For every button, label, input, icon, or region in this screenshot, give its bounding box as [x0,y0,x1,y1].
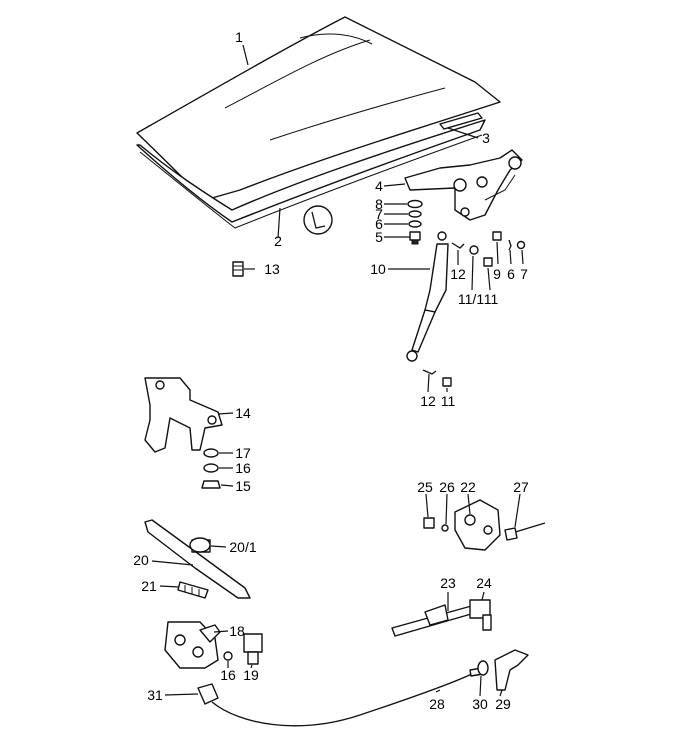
callout-9: 9 [493,266,501,282]
callout-16a: 16 [235,460,251,476]
hinge-hardware [407,199,423,245]
callout-20: 20 [133,552,149,568]
release-handle [477,649,529,691]
callout-16b: 16 [220,667,236,683]
hood-seal [136,119,486,229]
strut-upper-fasteners [451,231,526,267]
callout-22: 22 [460,479,476,495]
rubber-pad [177,581,209,599]
callout-5: 5 [375,229,383,245]
callout-labels: 1 2 3 4 8 7 6 5 10 13 12 11/1 11 9 6 7 1… [133,29,529,712]
callout-11a: 11 [484,291,499,307]
leader-lines [151,44,524,697]
callout-21: 21 [141,578,157,594]
callout-2: 2 [274,233,282,249]
callout-8: 8 [375,196,383,212]
callout-14: 14 [235,405,251,421]
emblem-badge [303,205,333,235]
callout-4: 4 [375,178,383,194]
callout-11-1: 11/1 [458,291,484,307]
callout-6b: 6 [507,266,515,282]
callout-7a: 7 [375,206,383,222]
callout-10: 10 [370,261,386,277]
lock-tube [391,599,492,637]
latch-bracket [144,377,223,453]
callout-11b: 11 [441,393,456,409]
callout-23: 23 [440,575,456,591]
callout-24: 24 [476,575,492,591]
lock-assembly [164,621,221,669]
callout-17: 17 [235,445,251,461]
lock-hardware [223,633,263,665]
callout-31: 31 [147,687,163,703]
callout-19: 19 [243,667,259,683]
strike-plate [423,499,546,551]
callout-6a: 6 [375,216,383,232]
callout-12b: 12 [420,393,436,409]
callout-27: 27 [513,479,529,495]
callout-15: 15 [235,478,251,494]
callout-1: 1 [235,29,243,45]
callout-29: 29 [495,696,511,712]
callout-26: 26 [439,479,455,495]
callout-18: 18 [229,623,245,639]
bump-stop [232,261,244,277]
callout-7b: 7 [520,266,528,282]
callout-3: 3 [482,130,490,146]
hood-hinge [404,149,523,221]
callout-13: 13 [264,261,280,277]
grommet [189,537,211,553]
callout-12a: 12 [450,266,466,282]
callout-20-1: 20/1 [229,539,256,555]
callout-25: 25 [417,479,433,495]
strut-lower-fasteners [422,369,452,387]
bracket-hardware [201,448,221,489]
trim-strip [439,112,483,130]
callout-30: 30 [472,696,488,712]
callout-28: 28 [429,696,445,712]
gas-strut [406,231,449,362]
